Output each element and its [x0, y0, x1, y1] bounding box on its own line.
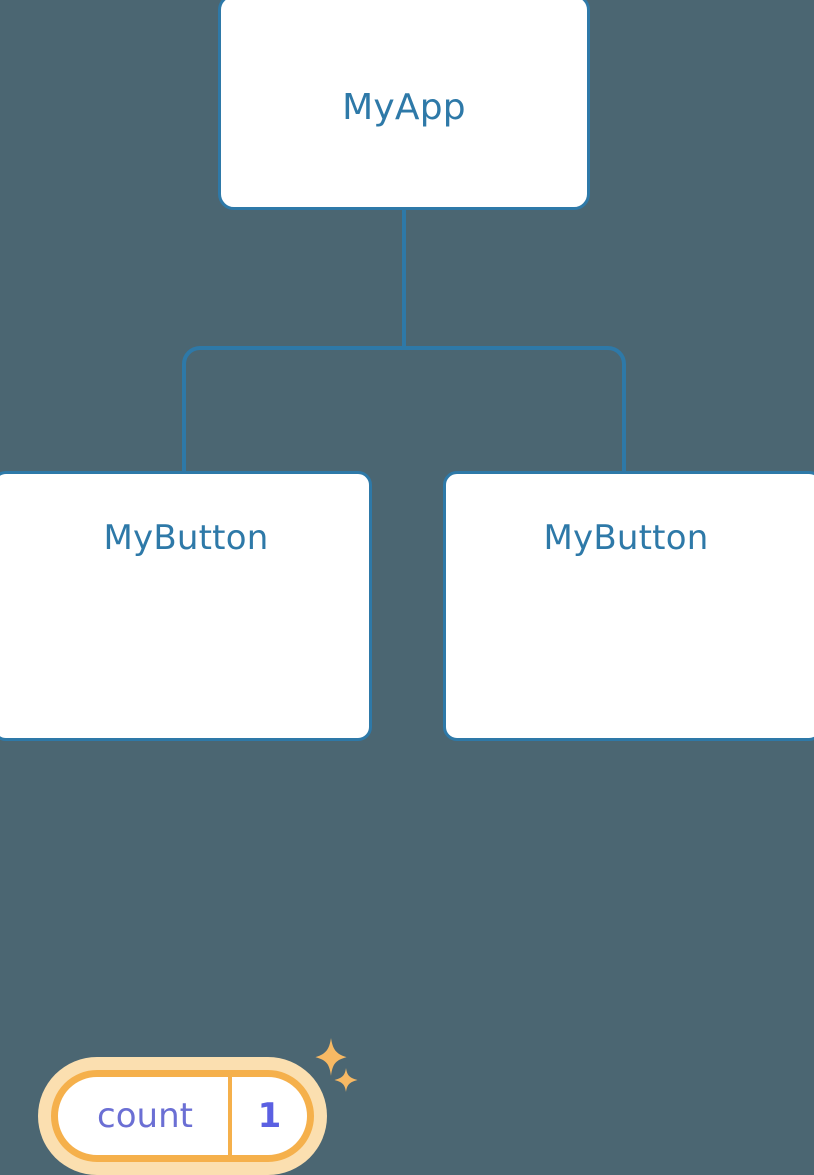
node-mybutton-right[interactable]: MyButton count 0 — [443, 471, 814, 741]
connector-lines — [182, 210, 626, 471]
state-pill-count[interactable]: count 1 — [51, 1070, 314, 1162]
connector-branch-left — [182, 346, 404, 471]
connector-branch-right — [404, 346, 626, 471]
state-value: 1 — [228, 1077, 307, 1155]
node-mybutton-left[interactable]: MyButton count 1 — [0, 471, 372, 1175]
node-myapp[interactable]: MyApp — [218, 0, 590, 210]
sparkle-small-icon — [334, 1068, 358, 1092]
node-title: MyApp — [342, 87, 466, 128]
node-title: MyButton — [103, 518, 269, 558]
node-title: MyButton — [543, 518, 709, 558]
state-pill-highlight-wrapper: count 1 — [38, 1057, 327, 1175]
node-body: MyButton count 1 — [0, 474, 369, 1175]
node-body: MyButton count 0 — [446, 474, 814, 738]
state-key: count — [97, 1096, 193, 1136]
